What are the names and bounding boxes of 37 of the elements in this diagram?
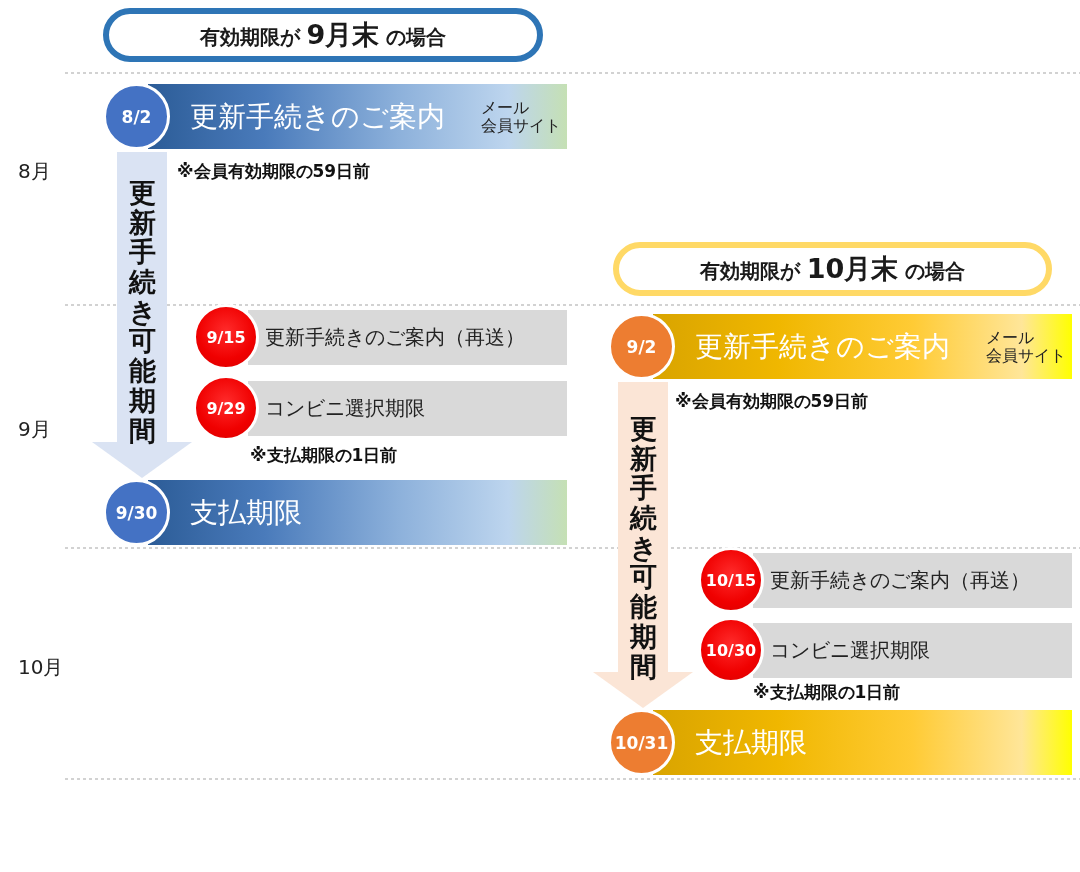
event-title: 支払期限 — [695, 724, 807, 761]
edge-label: 更新手続き可能期間 — [629, 414, 657, 682]
event-bar — [608, 709, 1072, 776]
month-label: 8月 — [18, 158, 51, 185]
edge-label: 更新手続き可能期間 — [128, 178, 156, 446]
date-badge: 9/15 — [193, 304, 259, 370]
event-bar — [608, 313, 1072, 380]
date-badge: 10/15 — [698, 547, 764, 613]
case-header: 有効期限が 9月末 の場合 — [103, 8, 543, 62]
event-title: コンビニ選択期限 — [770, 636, 930, 664]
month-label: 10月 — [18, 654, 64, 681]
event-title: 更新手続きのご案内（再送） — [770, 566, 1030, 594]
period-arrow — [92, 152, 192, 478]
channel-label: メール — [986, 328, 1034, 347]
note-text: ※会員有効期限の59日前 — [675, 390, 869, 413]
date-badge: 9/2 — [608, 313, 675, 380]
channel-label: 会員サイト — [986, 346, 1066, 365]
date-badge: 10/31 — [608, 709, 675, 776]
date-badge: 10/30 — [698, 617, 764, 683]
event-bar — [103, 479, 567, 546]
event-bar — [103, 83, 567, 150]
case-header: 有効期限が 10月末 の場合 — [613, 242, 1052, 296]
event-title: 更新手続きのご案内（再送） — [265, 323, 525, 351]
event-title: コンビニ選択期限 — [265, 394, 425, 422]
event-title: 支払期限 — [190, 494, 302, 531]
event-title: 更新手続きのご案内 — [695, 328, 950, 365]
date-badge: 9/30 — [103, 479, 170, 546]
channel-label: 会員サイト — [481, 116, 561, 135]
date-badge: 8/2 — [103, 83, 170, 150]
month-label: 9月 — [18, 416, 51, 443]
event-title: 更新手続きのご案内 — [190, 98, 445, 135]
date-badge: 9/29 — [193, 375, 259, 441]
note-text: ※支払期限の1日前 — [753, 681, 901, 704]
channel-label: メール — [481, 98, 529, 117]
note-text: ※会員有効期限の59日前 — [177, 160, 371, 183]
note-text: ※支払期限の1日前 — [250, 444, 398, 467]
period-arrow — [593, 382, 693, 708]
